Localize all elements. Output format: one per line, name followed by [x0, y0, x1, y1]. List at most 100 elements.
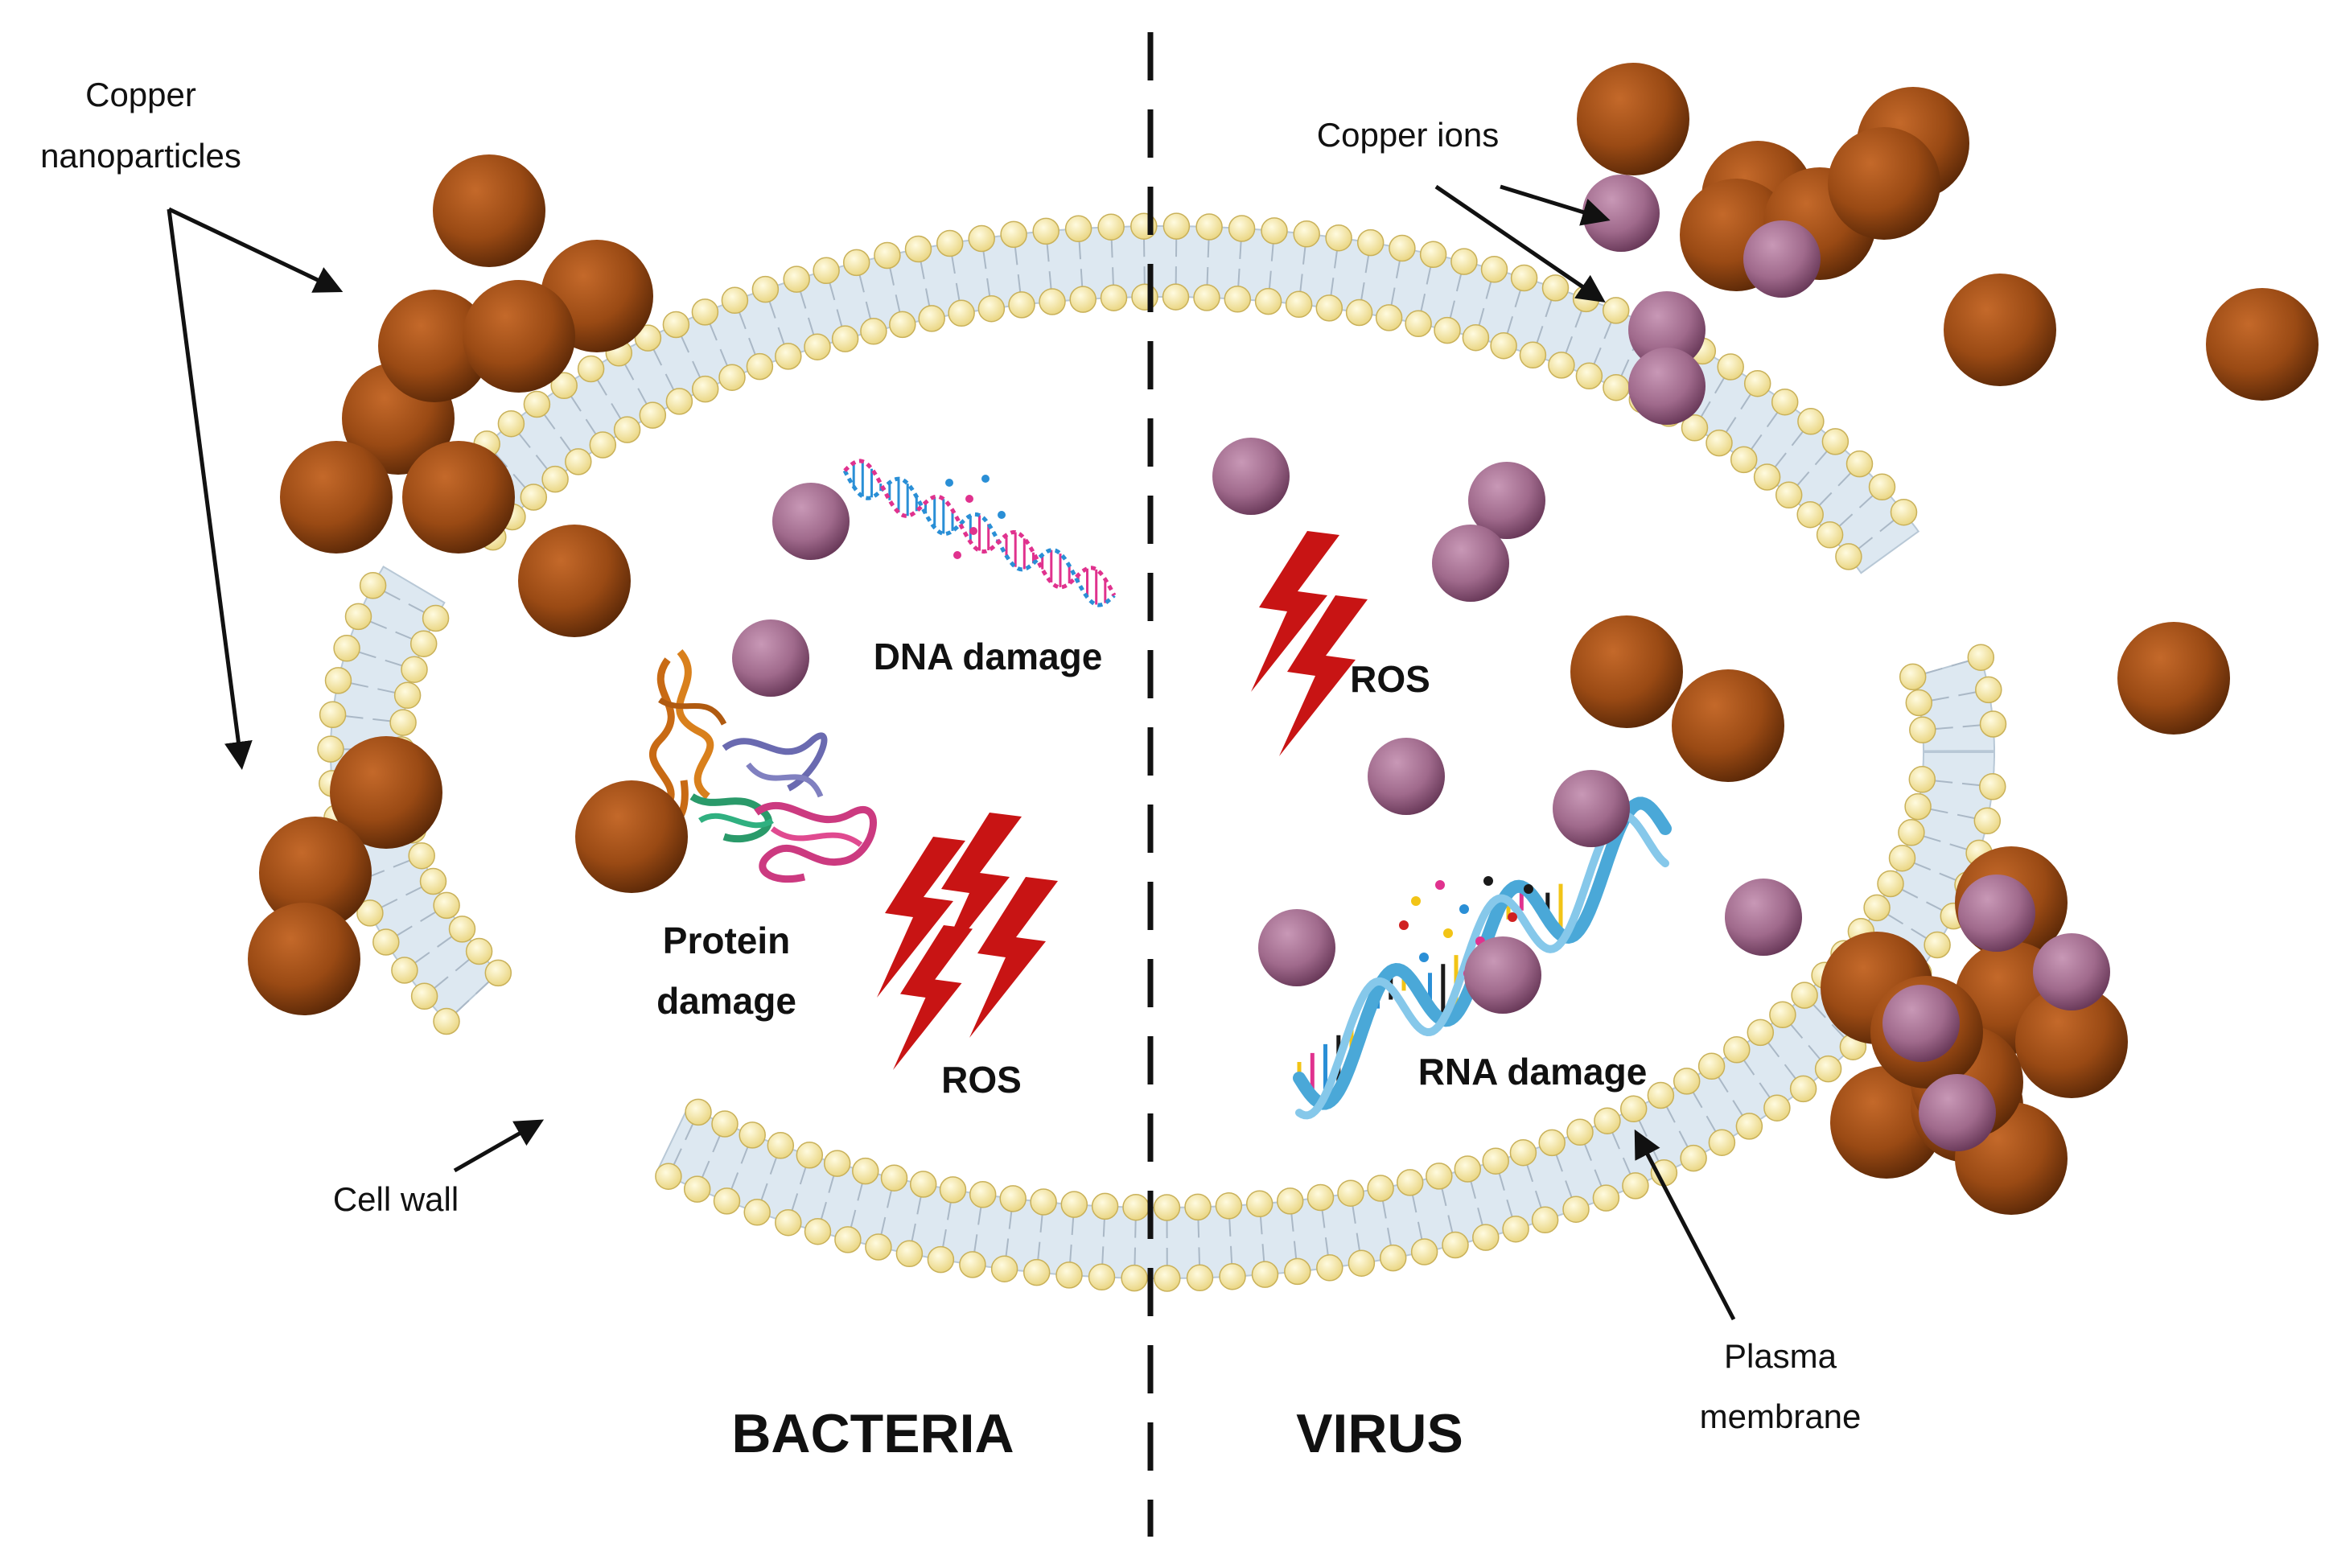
lipid-head [1730, 446, 1758, 474]
copper-ion [1258, 909, 1335, 986]
lipid-head [1345, 298, 1373, 327]
lipid-head [751, 275, 780, 303]
annotation-arrows [167, 184, 1736, 1321]
lipid-head [319, 701, 347, 729]
plasma-membrane-label-line1: Plasma [1724, 1337, 1837, 1375]
copper-nanoparticle [248, 903, 360, 1015]
lipid-head [1000, 220, 1027, 249]
lipid-head [691, 298, 719, 326]
lipid-head [1261, 217, 1288, 245]
plasma-membrane-label-line2: membrane [1700, 1397, 1862, 1435]
lipid-head [1594, 1107, 1621, 1134]
copper-ions-label: Copper ions [1317, 116, 1499, 154]
lipid-head [1877, 870, 1904, 898]
lipid-head [655, 1163, 682, 1190]
lipid-head [1619, 1095, 1648, 1123]
lipid-head [448, 916, 476, 943]
lipid-head [662, 311, 690, 339]
lipid-head [408, 842, 435, 870]
lipid-head [1069, 286, 1097, 313]
lipid-head [665, 388, 693, 415]
lipid-head [1771, 388, 1799, 416]
lipid-head [422, 604, 450, 632]
lipid-head [1153, 1194, 1181, 1221]
lipid-head [1816, 521, 1844, 549]
lipid-head [721, 286, 749, 315]
lipid-head [1775, 481, 1803, 509]
lipid-head [1680, 1144, 1707, 1172]
lipid-head [1472, 1224, 1500, 1251]
lipid-head [1356, 228, 1385, 257]
lipid-head [685, 1098, 712, 1126]
lipid-head [918, 305, 945, 332]
lipid-head [1426, 1163, 1453, 1190]
lipid-head [1769, 1001, 1796, 1029]
lipid-head [1245, 1190, 1273, 1218]
lipid-head [1708, 1129, 1736, 1156]
lipid-head [1375, 304, 1403, 331]
lipid-head [1337, 1179, 1364, 1207]
arrow-nanoparticles-lower [167, 208, 253, 770]
lipid-head [1419, 241, 1447, 269]
lipid-head [634, 324, 662, 352]
lipid-head [834, 1226, 862, 1253]
lipid-head [1924, 931, 1951, 959]
lipid-head [865, 1233, 892, 1261]
lipid-head [936, 229, 964, 257]
lipid-head [401, 656, 428, 683]
lipid-head [433, 1007, 460, 1035]
lipid-head [613, 416, 641, 443]
lipid-head [796, 1142, 824, 1169]
dna-damage-label: DNA damage [874, 636, 1103, 677]
lipid-head [1186, 1264, 1214, 1292]
copper-ions-group [732, 175, 1802, 1014]
lipid-head [1410, 1238, 1438, 1266]
lipid-head [895, 1240, 924, 1268]
lipid-head [1510, 264, 1538, 292]
copper-ion [1725, 879, 1802, 956]
lipid-head [391, 957, 418, 984]
copper-nanoparticle [259, 817, 372, 929]
lipid-head [977, 294, 1006, 323]
cell-wall-label: Cell wall [333, 1180, 459, 1218]
lipid-head [999, 1185, 1027, 1212]
lipid-head [1100, 284, 1128, 311]
lipid-head [1909, 716, 1936, 744]
lipid-head [969, 1181, 997, 1208]
lipid-head [1284, 1257, 1311, 1286]
lipid-head [1747, 1019, 1775, 1047]
lipid-head [1389, 234, 1416, 262]
dna-helix-icon [842, 459, 1117, 607]
lipid-head [1647, 1081, 1675, 1109]
lipid-head [852, 1157, 879, 1185]
copper-nanoparticle [402, 441, 515, 554]
lipid-head [904, 235, 932, 263]
copper-ion [1432, 525, 1509, 602]
copper-nanoparticle [463, 280, 575, 393]
copper-ion [1743, 220, 1821, 298]
bacteria-label: BACTERIA [731, 1403, 1014, 1464]
arrow-copper-ions-lower [1434, 184, 1606, 302]
copper-nanoparticle [1577, 63, 1689, 175]
lipid-head [783, 265, 810, 293]
copper-nanoparticle [2206, 288, 2319, 401]
lipid-head [409, 630, 438, 657]
lipid-head [1306, 1183, 1335, 1212]
lipid-head [1979, 710, 2007, 738]
lipid-head [1592, 1184, 1620, 1212]
lipid-head [419, 867, 447, 895]
lipid-head [1717, 353, 1744, 381]
lipid-head [1681, 414, 1709, 442]
lipid-head [804, 1217, 832, 1245]
virus-label: VIRUS [1296, 1403, 1463, 1464]
lipid-head [1215, 1192, 1243, 1220]
lipid-head [565, 448, 592, 475]
lipid-head [520, 484, 548, 511]
lipid-head [1566, 1118, 1594, 1146]
lipid-head [1898, 819, 1925, 846]
lipid-head [1541, 274, 1570, 302]
lipid-head [718, 364, 746, 391]
copper-nanoparticle [1672, 669, 1784, 782]
lipid-head [1454, 1155, 1482, 1183]
